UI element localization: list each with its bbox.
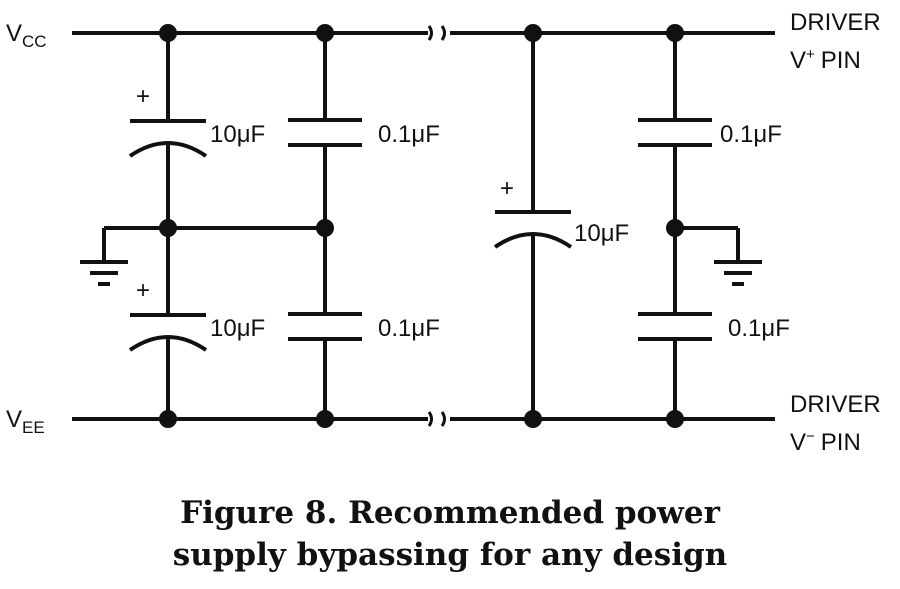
- vcc-rail-break: [427, 25, 446, 41]
- driver-bottom-line2: V−PIN: [790, 428, 861, 456]
- c5-polarity: +: [500, 175, 514, 202]
- figure-caption-line2: supply bypassing for any design: [172, 537, 728, 573]
- junction-dot: [159, 410, 177, 428]
- junction-dot: [666, 219, 684, 237]
- c1-polarity: +: [136, 83, 150, 110]
- c1-value: 10μF: [210, 121, 265, 148]
- vee-rail-break: [427, 411, 446, 427]
- c3-polarity: +: [136, 277, 150, 304]
- driver-bottom-line1: DRIVER: [790, 391, 881, 418]
- driver-top-line1: DRIVER: [790, 9, 881, 36]
- c6-value: 0.1μF: [720, 121, 782, 148]
- junction-dot: [666, 410, 684, 428]
- junction-dot: [524, 24, 542, 42]
- junction-dot: [159, 24, 177, 42]
- junction-dot: [159, 219, 177, 237]
- c2-value: 0.1μF: [378, 121, 440, 148]
- figure-caption-line1: Figure 8. Recommended power: [180, 495, 720, 531]
- vee-label: VEE: [6, 406, 45, 437]
- vcc-label: VCC: [6, 20, 47, 51]
- junction-dot: [316, 410, 334, 428]
- c4-value: 0.1μF: [378, 315, 440, 342]
- c3-value: 10μF: [210, 315, 265, 342]
- c7-value: 0.1μF: [728, 315, 790, 342]
- junction-dot: [666, 24, 684, 42]
- c5-value: 10μF: [574, 220, 629, 247]
- junction-dot: [316, 24, 334, 42]
- driver-top-line2: V+PIN: [790, 46, 861, 74]
- junction-dot: [316, 219, 334, 237]
- bypass-schematic: VCC VEE DRIVER V+PIN DRIVER V−PIN + + + …: [6, 9, 881, 456]
- junction-dot: [524, 410, 542, 428]
